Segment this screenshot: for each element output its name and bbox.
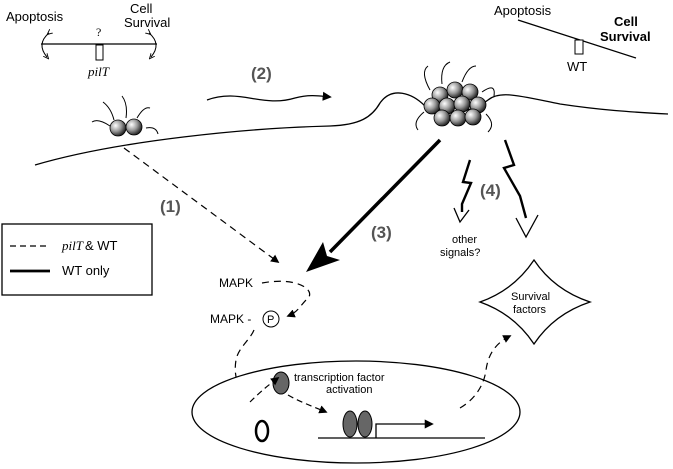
survival-signal-lightning-icon bbox=[502, 139, 528, 219]
cell-survival-label-left-line2: Survival bbox=[124, 15, 170, 30]
mapk-phosphorylation-arrow bbox=[261, 280, 311, 318]
phosphate-icon bbox=[262, 310, 280, 328]
transcription-factor-line1: transcription factor bbox=[294, 372, 385, 384]
wt-balance: Apoptosis Cell Survival WT bbox=[494, 3, 651, 74]
legend-dashed-suffix: & WT bbox=[85, 238, 118, 253]
step4-label: (4) bbox=[480, 181, 501, 200]
step1-label: (1) bbox=[160, 197, 181, 216]
other-signals-line2: signals? bbox=[440, 247, 480, 259]
step3-label: (3) bbox=[371, 223, 392, 242]
other-signal-arrowhead-icon bbox=[453, 207, 470, 224]
cell-survival-label-left-line1: Cell bbox=[130, 1, 153, 16]
survival-signal-arrowhead-icon bbox=[515, 214, 539, 239]
transcription-start-arrow bbox=[375, 419, 434, 438]
step4-signals: (4) other signals? bbox=[440, 139, 539, 259]
survival-factors-line1: Survival bbox=[511, 291, 550, 303]
other-signals-line1: other bbox=[452, 234, 477, 246]
survival-factors-star-icon bbox=[478, 258, 593, 346]
cell-membrane bbox=[34, 92, 669, 166]
apoptosis-label-left: Apoptosis bbox=[6, 9, 64, 24]
step3-arrowhead-icon bbox=[306, 242, 340, 272]
cell-survival-label-right-line1: Cell bbox=[614, 14, 638, 29]
legend-box bbox=[1, 223, 153, 296]
balance-fulcrum-left bbox=[95, 44, 104, 61]
bound-factor-icon-1 bbox=[342, 410, 358, 438]
other-signal-lightning-icon bbox=[460, 159, 473, 212]
step3-arrow bbox=[328, 138, 442, 254]
tilt-arrow-left-icon bbox=[41, 33, 49, 57]
cell-survival-label-right-line2: Survival bbox=[600, 29, 651, 44]
step1-arrow bbox=[123, 147, 280, 263]
transcription-factor-icon bbox=[272, 371, 290, 395]
apoptosis-label-right: Apoptosis bbox=[494, 3, 552, 18]
pilt-balance: Apoptosis Cell Survival ? pilT bbox=[6, 1, 170, 79]
survival-factors-line2: factors bbox=[513, 304, 547, 316]
pilt-strain-label: pilT bbox=[87, 64, 110, 79]
balance-beam-right bbox=[517, 19, 637, 59]
tf-activation-arrow bbox=[249, 376, 280, 403]
balance-fulcrum-right bbox=[574, 39, 584, 55]
balance-question-mark: ? bbox=[96, 25, 101, 39]
bound-factor-icon-2 bbox=[357, 410, 373, 438]
legend-solid-label: WT only bbox=[62, 263, 110, 278]
phosphate-label: P bbox=[267, 314, 274, 326]
legend: pilT & WT WT only bbox=[1, 223, 153, 296]
tf-binding-arrow bbox=[287, 394, 328, 414]
mapk-label: MAPK bbox=[219, 276, 253, 290]
nucleus-to-survival-arrow bbox=[459, 335, 512, 409]
bacterial-microcolony-icon bbox=[415, 61, 495, 133]
step2-label: (2) bbox=[251, 64, 272, 83]
bacterium-left-icon bbox=[91, 95, 159, 137]
inactive-factor-icon bbox=[254, 419, 270, 443]
transcription-factor-line2: activation bbox=[326, 384, 372, 396]
mapk-p-label: MAPK - bbox=[210, 312, 251, 326]
legend-dashed-strain: pilT bbox=[61, 238, 84, 253]
step2-arrow bbox=[206, 91, 332, 102]
wt-strain-label: WT bbox=[567, 59, 587, 74]
tilt-arrow-right-icon bbox=[149, 33, 157, 57]
